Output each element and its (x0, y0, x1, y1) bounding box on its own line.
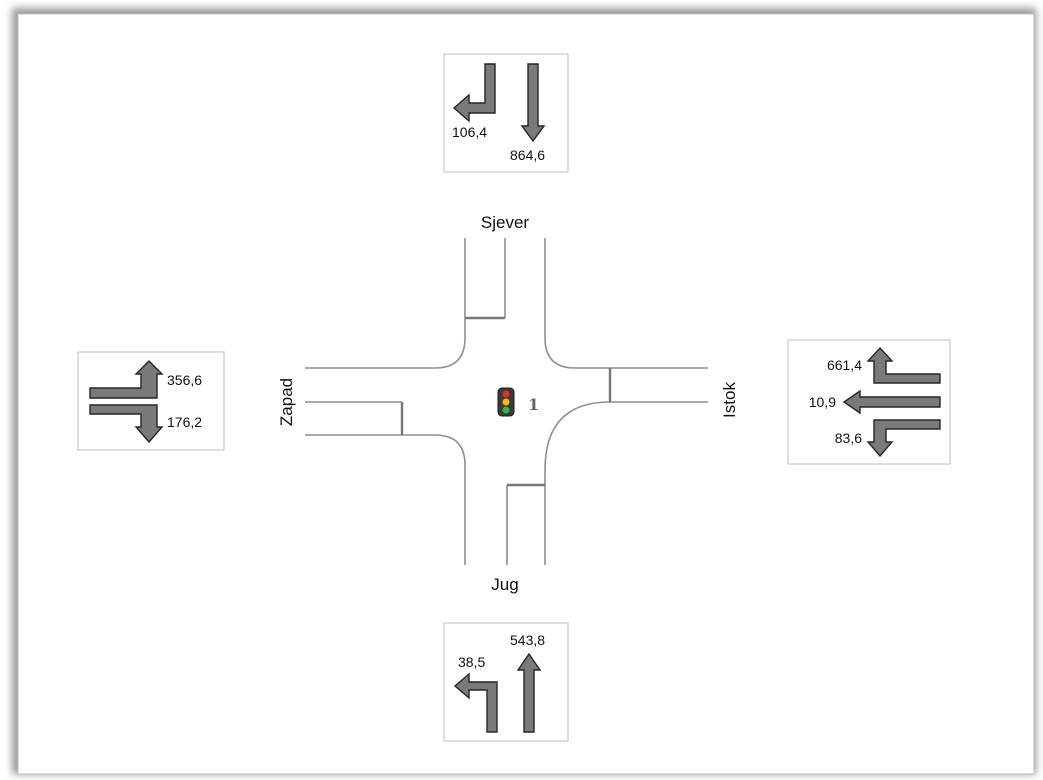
arrow-through-down-icon (520, 63, 546, 143)
north-left-volume: 106,4 (452, 124, 487, 140)
road-edge-south-west (305, 434, 466, 565)
north-volume-box: 106,4 864,6 (443, 53, 569, 173)
east-left-volume: 83,6 (835, 430, 862, 446)
approach-name-west: Zapad (277, 378, 296, 426)
road-edge-north-west (305, 238, 466, 369)
west-right-volume: 176,2 (167, 414, 202, 430)
approach-name-east: Istok (720, 382, 739, 418)
arrow-through-left-icon (842, 389, 941, 415)
east-volume-box: 661,4 10,9 83,6 (787, 339, 951, 465)
south-left-volume: 38,5 (458, 654, 485, 670)
approach-name-north: Sjever (481, 213, 530, 232)
traffic-light-icon[interactable] (497, 387, 515, 417)
approach-name-south: Jug (491, 575, 518, 594)
south-through-volume: 543,8 (510, 632, 545, 648)
roads (305, 238, 708, 565)
arrow-left-turn-up-icon (89, 360, 164, 399)
north-through-volume: 864,6 (510, 147, 545, 163)
arrow-left-turn-icon (453, 672, 498, 733)
road-edge-south-east (544, 401, 708, 565)
west-volume-box: 356,6 176,2 (77, 351, 225, 451)
west-left-volume: 356,6 (167, 372, 202, 388)
east-through-volume: 10,9 (809, 394, 836, 410)
road-edge-north-east (544, 238, 708, 369)
arrow-right-turn-up-icon (866, 346, 941, 384)
arrow-right-turn-down-icon (89, 404, 164, 444)
signal-id: 1 (528, 395, 539, 414)
east-right-volume: 661,4 (827, 357, 862, 373)
arrow-through-up-icon (516, 652, 542, 733)
arrow-left-turn-down-icon (866, 419, 941, 458)
arrow-left-turn-icon (452, 63, 496, 123)
south-volume-box: 38,5 543,8 (443, 622, 569, 742)
